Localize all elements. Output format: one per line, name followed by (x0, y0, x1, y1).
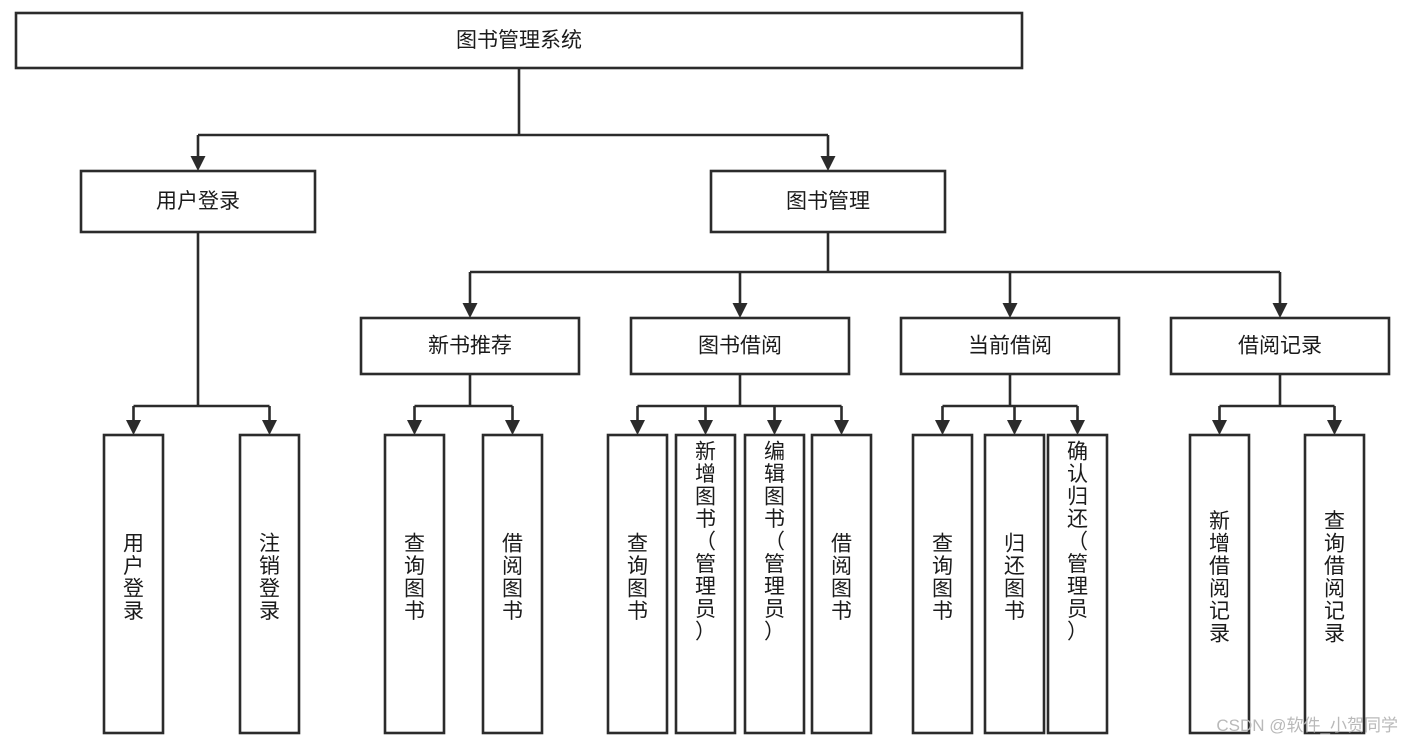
node-root[interactable]: 图书管理系统 (14, 11, 1024, 70)
node-label-borrow-record: 借阅记录 (1238, 335, 1322, 358)
node-label-leaf-user-logout: 注销登录 (259, 532, 280, 623)
node-label-book-management: 图书管理 (786, 190, 870, 213)
node-book-borrow[interactable]: 图书借阅 (629, 316, 851, 376)
node-leaf-user-logout[interactable]: 注销登录 (238, 433, 301, 735)
node-box-user-login[interactable] (79, 169, 317, 234)
node-box-leaf-confirm-return-admin[interactable] (1046, 433, 1109, 735)
node-box-leaf-user-login[interactable] (102, 433, 165, 735)
node-label-leaf-query-book-current: 查询图书 (932, 532, 953, 623)
node-label-user-login: 用户登录 (156, 190, 240, 213)
node-label-leaf-user-login: 用户登录 (123, 532, 144, 623)
node-label-leaf-borrow-book: 借阅图书 (831, 532, 852, 623)
node-box-leaf-query-borrow-record[interactable] (1303, 433, 1366, 735)
node-boxes: 图书管理系统用户登录图书管理新书推荐图书借阅当前借阅借阅记录用户登录注销登录查询… (14, 11, 1391, 735)
node-leaf-edit-book-admin[interactable]: 编辑图书（管理员） (743, 433, 806, 735)
node-leaf-user-login[interactable]: 用户登录 (102, 433, 165, 735)
node-leaf-query-borrow-record[interactable]: 查询借阅记录 (1303, 433, 1366, 735)
node-leaf-borrow-book-recommend[interactable]: 借阅图书 (481, 433, 544, 735)
node-leaf-add-book-admin[interactable]: 新增图书（管理员） (674, 433, 737, 735)
node-label-leaf-query-book-recommend: 查询图书 (404, 532, 425, 623)
csdn-watermark: CSDN @软件_小贺同学 (1216, 716, 1398, 735)
node-leaf-query-book-current[interactable]: 查询图书 (911, 433, 974, 735)
node-leaf-add-borrow-record[interactable]: 新增借阅记录 (1188, 433, 1251, 735)
node-borrow-record[interactable]: 借阅记录 (1169, 316, 1391, 376)
node-box-book-management[interactable] (709, 169, 947, 234)
node-box-current-borrow[interactable] (899, 316, 1121, 376)
node-leaf-confirm-return-admin[interactable]: 确认归还（管理员） (1046, 433, 1109, 735)
node-label-leaf-return-book: 归还图书 (1004, 532, 1025, 623)
node-box-leaf-add-borrow-record[interactable] (1188, 433, 1251, 735)
node-box-leaf-user-logout[interactable] (238, 433, 301, 735)
node-box-leaf-borrow-book[interactable] (810, 433, 873, 735)
node-box-leaf-query-book-borrow[interactable] (606, 433, 669, 735)
node-label-leaf-query-borrow-record: 查询借阅记录 (1324, 510, 1345, 646)
connector-lines (126, 68, 1342, 435)
node-current-borrow[interactable]: 当前借阅 (899, 316, 1121, 376)
node-label-root: 图书管理系统 (456, 29, 582, 52)
node-box-root[interactable] (14, 11, 1024, 70)
node-book-management[interactable]: 图书管理 (709, 169, 947, 234)
node-label-leaf-edit-book-admin: 编辑图书（管理员） (764, 440, 785, 643)
node-box-leaf-borrow-book-recommend[interactable] (481, 433, 544, 735)
node-user-login[interactable]: 用户登录 (79, 169, 317, 234)
node-box-borrow-record[interactable] (1169, 316, 1391, 376)
node-label-new-book-recommend: 新书推荐 (428, 335, 512, 358)
node-box-leaf-query-book-recommend[interactable] (383, 433, 446, 735)
node-leaf-query-book-borrow[interactable]: 查询图书 (606, 433, 669, 735)
node-box-leaf-query-book-current[interactable] (911, 433, 974, 735)
node-box-book-borrow[interactable] (629, 316, 851, 376)
node-label-leaf-borrow-book-recommend: 借阅图书 (502, 532, 523, 623)
node-label-book-borrow: 图书借阅 (698, 335, 782, 358)
node-leaf-borrow-book[interactable]: 借阅图书 (810, 433, 873, 735)
node-leaf-return-book[interactable]: 归还图书 (983, 433, 1046, 735)
node-box-new-book-recommend[interactable] (359, 316, 581, 376)
node-label-leaf-add-book-admin: 新增图书（管理员） (695, 440, 716, 643)
node-label-leaf-query-book-borrow: 查询图书 (627, 532, 648, 623)
node-box-leaf-edit-book-admin[interactable] (743, 433, 806, 735)
node-leaf-query-book-recommend[interactable]: 查询图书 (383, 433, 446, 735)
node-new-book-recommend[interactable]: 新书推荐 (359, 316, 581, 376)
node-box-leaf-add-book-admin[interactable] (674, 433, 737, 735)
node-box-leaf-return-book[interactable] (983, 433, 1046, 735)
node-label-current-borrow: 当前借阅 (968, 335, 1052, 358)
node-label-leaf-confirm-return-admin: 确认归还（管理员） (1067, 440, 1088, 643)
node-label-leaf-add-borrow-record: 新增借阅记录 (1209, 510, 1230, 646)
